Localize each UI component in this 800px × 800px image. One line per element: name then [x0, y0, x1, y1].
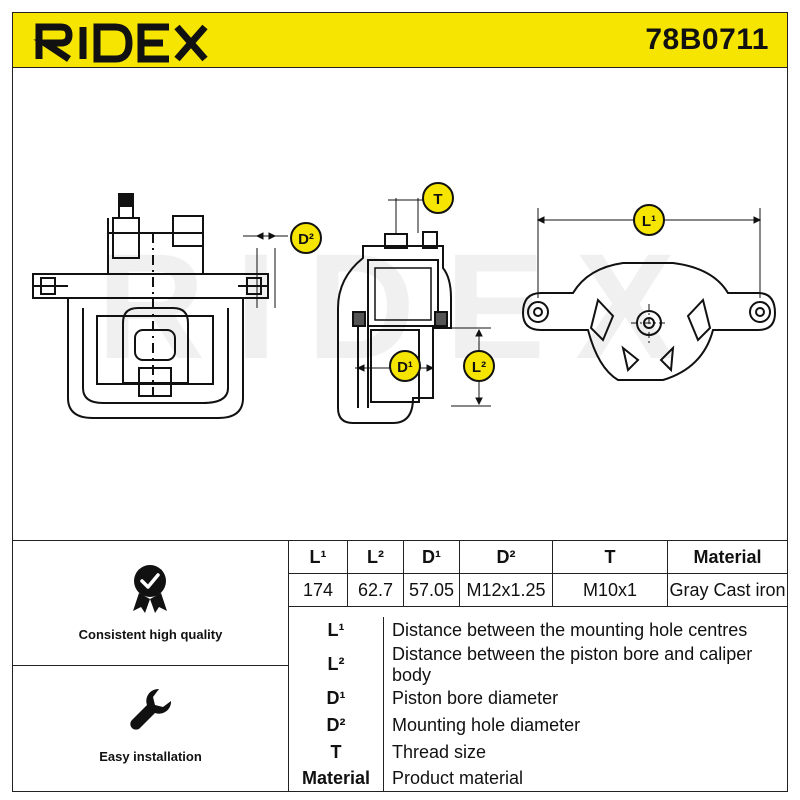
feature-installation-label: Easy installation [99, 749, 202, 764]
ridex-logo [33, 23, 208, 63]
section-divider [288, 541, 289, 791]
caliper-drawing: RIDEX D² [32, 182, 777, 424]
part-number: 78B0711 [645, 23, 769, 56]
spec-header-d1: D¹ [403, 541, 460, 574]
spec-header-material: Material [667, 541, 787, 574]
callout-t-label: T [433, 191, 442, 208]
technical-drawing: RIDEX D² [12, 68, 788, 540]
spec-value-l2: 62.7 [347, 573, 404, 607]
specs-header-row: L¹ L² D¹ D² T Material [289, 541, 787, 574]
spec-header-t: T [552, 541, 668, 574]
specs-value-row: 174 62.7 57.05 M12x1.25 M10x1 Gray Cast … [289, 573, 787, 607]
spec-value-l1: 174 [289, 573, 348, 607]
callout-d2 [290, 222, 322, 254]
spec-value-material: Gray Cast iron [667, 573, 787, 607]
callout-d1-label: D¹ [397, 359, 413, 376]
caliper-section-view [337, 198, 491, 424]
spec-header-l2: L² [347, 541, 404, 574]
caliper-side-view [521, 208, 777, 381]
legend-row: T Thread size [289, 738, 787, 766]
spec-value-d2: M12x1.25 [459, 573, 553, 607]
info-section: Consistent high quality Easy installatio… [12, 540, 788, 792]
feature-installation: Easy installation [13, 665, 288, 791]
legend-desc: Distance between the mounting hole centr… [392, 619, 748, 640]
spec-header-d2: D² [459, 541, 553, 574]
legend-key: T [289, 738, 384, 766]
spec-value-t: M10x1 [552, 573, 668, 607]
legend-key: D¹ [289, 685, 384, 713]
watermark-text: RIDEX [97, 222, 705, 390]
legend-row: D¹ Piston bore diameter [289, 685, 787, 713]
legend-key: L¹ [289, 617, 384, 644]
legend-key: D² [289, 712, 384, 739]
legend-desc: Piston bore diameter [392, 688, 559, 709]
feature-quality-label: Consistent high quality [78, 627, 223, 642]
specs-table: L¹ L² D¹ D² T Material 174 62.7 57.05 M1… [289, 541, 787, 607]
legend-row: L² Distance between the piston bore and … [289, 643, 787, 686]
legend-row: D² Mounting hole diameter [289, 712, 787, 739]
legend-key: L² [289, 643, 384, 686]
caliper-front-view [32, 193, 288, 419]
wrench-icon [130, 688, 172, 730]
legend-desc: Distance between the piston bore and cal… [392, 643, 753, 685]
callout-d1 [389, 350, 421, 382]
callout-l2 [463, 350, 495, 382]
callout-l1 [633, 204, 665, 236]
spec-value-d1: 57.05 [403, 573, 460, 607]
feature-quality: Consistent high quality [13, 541, 288, 666]
callout-l1-label: L¹ [642, 213, 656, 230]
callout-t [422, 182, 454, 214]
legend-table: L¹ Distance between the mounting hole ce… [289, 617, 787, 792]
header-bar: 78B0711 [12, 12, 788, 68]
legend-key: Material [289, 765, 384, 792]
legend-row: L¹ Distance between the mounting hole ce… [289, 617, 787, 644]
legend-desc: Thread size [392, 741, 487, 762]
legend-desc: Product material [392, 768, 524, 789]
legend-row: Material Product material [289, 765, 787, 792]
badge-check-icon [133, 565, 167, 613]
legend-desc: Mounting hole diameter [392, 714, 581, 735]
callout-d2-label: D² [298, 231, 314, 248]
callout-l2-label: L² [472, 359, 486, 376]
spec-header-l1: L¹ [289, 541, 348, 574]
